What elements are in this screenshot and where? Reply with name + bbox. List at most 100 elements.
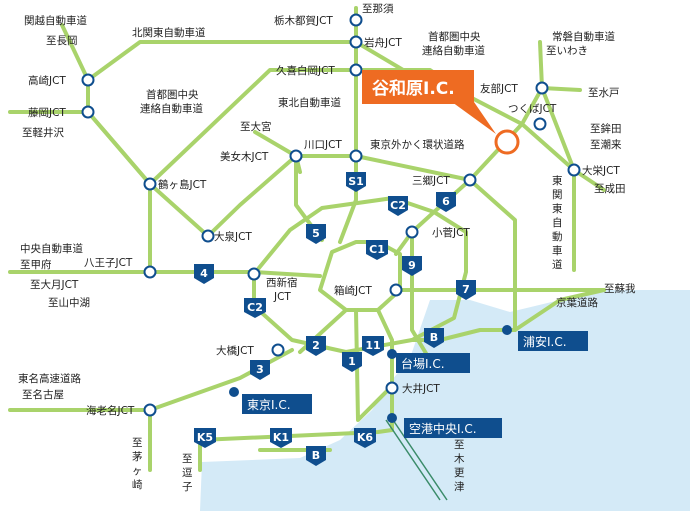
label-kosuge: 小菅JCT bbox=[432, 227, 470, 239]
label-to-zushi-2: 逗 bbox=[182, 467, 193, 479]
label-to-karuizawa: 至軽井沢 bbox=[22, 126, 64, 139]
shield-b-bottom[interactable]: B bbox=[306, 446, 326, 466]
node-tochigitsuga[interactable] bbox=[349, 13, 363, 27]
shield-4[interactable]: 4 bbox=[194, 264, 214, 284]
node-hakozaki[interactable] bbox=[389, 283, 403, 297]
node-tomobe[interactable] bbox=[535, 81, 549, 95]
shield-k6[interactable]: K6 bbox=[354, 428, 376, 448]
road-kitakanto bbox=[86, 40, 358, 82]
node-ebina[interactable] bbox=[143, 403, 157, 417]
label-to-chigasaki-3: ヶ bbox=[132, 465, 143, 477]
ic-box-kuko[interactable]: 空港中央I.C. bbox=[404, 418, 502, 438]
label-tsukuba: つくばJCT bbox=[508, 103, 557, 115]
label-to-chigasaki-1: 至 bbox=[132, 437, 143, 449]
svg-text:C2: C2 bbox=[390, 199, 406, 212]
shield-c1[interactable]: C1 bbox=[366, 240, 388, 260]
shield-b-right[interactable]: B bbox=[424, 328, 444, 348]
shield-11[interactable]: 11 bbox=[362, 336, 384, 356]
label-kenou-left-b: 連絡自動車道 bbox=[140, 102, 203, 115]
label-to-nagaoka: 至長岡 bbox=[46, 35, 78, 47]
shield-c2-left[interactable]: C2 bbox=[244, 298, 266, 318]
svg-text:C2: C2 bbox=[247, 301, 263, 314]
svg-text:空港中央I.C.: 空港中央I.C. bbox=[409, 421, 477, 436]
svg-text:K1: K1 bbox=[273, 431, 289, 444]
shield-s1[interactable]: S1 bbox=[346, 172, 366, 192]
label-nishishinjuku-b: JCT bbox=[273, 291, 291, 303]
label-kenou-top-a: 首都圏中央 bbox=[428, 30, 481, 43]
label-tohoku: 東北自動車道 bbox=[278, 96, 341, 109]
label-nishishinjuku-a: 西新宿 bbox=[266, 276, 298, 289]
dot-kuko[interactable] bbox=[387, 413, 397, 423]
node-tsukuba[interactable] bbox=[533, 117, 547, 131]
label-to-kisarazu-4: 津 bbox=[454, 481, 465, 493]
road-6 bbox=[394, 178, 472, 256]
node-takasaki[interactable] bbox=[81, 73, 95, 87]
svg-text:東京I.C.: 東京I.C. bbox=[247, 398, 291, 412]
node-kukishiraoka[interactable] bbox=[349, 63, 363, 77]
node-tsurugashima[interactable] bbox=[143, 177, 157, 191]
node-hachioji[interactable] bbox=[143, 265, 157, 279]
road-11 bbox=[376, 308, 394, 390]
label-higashikanto-4: 自 bbox=[552, 216, 563, 229]
shield-5[interactable]: 5 bbox=[306, 224, 326, 244]
label-fujioka: 藤岡JCT bbox=[28, 107, 66, 119]
label-to-mito: 至水戸 bbox=[588, 87, 620, 99]
shield-k5[interactable]: K5 bbox=[194, 428, 216, 448]
svg-text:6: 6 bbox=[442, 195, 450, 208]
road-s1 bbox=[338, 154, 358, 244]
node-ohashi[interactable] bbox=[271, 343, 285, 357]
node-misato[interactable] bbox=[463, 173, 477, 187]
jct-nodes bbox=[81, 13, 581, 417]
road-kenou-ring bbox=[8, 68, 606, 274]
dot-daiba[interactable] bbox=[387, 349, 397, 359]
shield-9[interactable]: 9 bbox=[402, 256, 422, 276]
ic-box-daiba[interactable]: 台場I.C. bbox=[396, 353, 470, 373]
label-to-kisarazu-1: 至 bbox=[454, 439, 465, 451]
highlight-marker[interactable] bbox=[494, 129, 520, 155]
label-kukishiraoka: 久喜白岡JCT bbox=[276, 64, 335, 77]
svg-text:4: 4 bbox=[200, 267, 208, 280]
route-shields: S1 C2 6 5 C1 9 4 7 C2 2 11 B 1 3 K5 K1 K… bbox=[194, 172, 476, 466]
shield-1[interactable]: 1 bbox=[342, 352, 362, 372]
label-ebina: 海老名JCT bbox=[86, 404, 135, 417]
node-kawaguchi[interactable] bbox=[349, 149, 363, 163]
dot-urayasu[interactable] bbox=[502, 325, 512, 335]
road-bottom bbox=[148, 386, 394, 472]
label-to-omiya: 至大宮 bbox=[240, 120, 272, 133]
dot-tokyo[interactable] bbox=[229, 387, 239, 397]
label-kanetsu: 関越自動車道 bbox=[24, 14, 87, 27]
node-ohsakae[interactable] bbox=[567, 163, 581, 177]
svg-text:B: B bbox=[430, 331, 438, 344]
shield-2[interactable]: 2 bbox=[306, 336, 326, 356]
svg-text:5: 5 bbox=[312, 227, 320, 240]
shield-6[interactable]: 6 bbox=[436, 192, 456, 212]
label-higashikanto-3: 東 bbox=[552, 202, 563, 215]
shield-k1[interactable]: K1 bbox=[270, 428, 292, 448]
road-chuo bbox=[8, 270, 322, 278]
shield-c2-top[interactable]: C2 bbox=[388, 196, 408, 216]
shield-3[interactable]: 3 bbox=[250, 360, 270, 380]
ic-box-tokyo[interactable]: 東京I.C. bbox=[242, 394, 312, 414]
node-bijogi[interactable] bbox=[289, 149, 303, 163]
label-kenou-top-b: 連絡自動車道 bbox=[422, 44, 485, 57]
node-iwafune[interactable] bbox=[349, 35, 363, 49]
label-ohsakae: 大栄JCT bbox=[582, 164, 620, 177]
shield-7[interactable]: 7 bbox=[456, 280, 476, 300]
node-oizumi[interactable] bbox=[201, 229, 215, 243]
label-to-zushi-1: 至 bbox=[182, 453, 193, 465]
svg-text:2: 2 bbox=[312, 339, 320, 352]
place-labels: 関越自動車道 至長岡 北関東自動車道 栃木都賀JCT 至那須 岩舟JCT 首都圏… bbox=[18, 3, 636, 493]
highlight-box[interactable] bbox=[362, 70, 474, 104]
node-nishishinjuku[interactable] bbox=[247, 267, 261, 281]
label-higashikanto-2: 関 bbox=[552, 189, 563, 201]
label-chuo: 中央自動車道 bbox=[20, 242, 83, 255]
node-oi[interactable] bbox=[385, 381, 399, 395]
label-takasaki: 高崎JCT bbox=[28, 74, 66, 87]
label-to-narita: 至成田 bbox=[594, 183, 626, 195]
svg-text:9: 9 bbox=[408, 259, 416, 272]
node-fujioka[interactable] bbox=[81, 105, 95, 119]
ic-box-urayasu[interactable]: 浦安I.C. bbox=[518, 331, 588, 351]
node-kosuge[interactable] bbox=[405, 225, 419, 239]
